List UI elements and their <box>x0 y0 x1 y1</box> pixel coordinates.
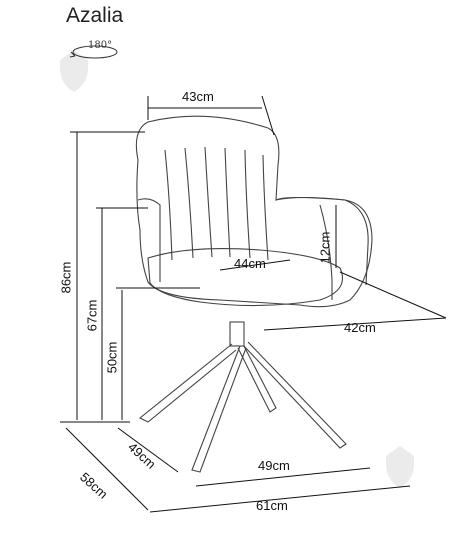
dim-total-height: 86cm <box>58 261 74 294</box>
dim-seat-depth: 44cm <box>234 256 266 271</box>
dim-armrest-height: 12cm <box>317 231 333 264</box>
rotation-label: 180° <box>88 40 113 51</box>
chair-leg <box>138 343 237 423</box>
dim-armrest-floor-height: 67cm <box>84 299 100 332</box>
product-title: Azalia <box>66 4 124 27</box>
chair-leg <box>243 341 347 449</box>
dim-seat-width: 42cm <box>344 320 376 335</box>
chair-leg <box>237 345 277 413</box>
dim-seat-back-width: 43cm <box>182 89 214 104</box>
dim-base-width: 49cm <box>258 458 290 473</box>
watermark-logo-icon <box>60 50 414 488</box>
chair-seat <box>147 248 344 307</box>
rotation-arrow-icon <box>69 45 118 59</box>
dim-seat-height: 50cm <box>104 341 120 374</box>
dim-total-width: 61cm <box>256 498 288 513</box>
chair-backrest <box>135 115 373 308</box>
chair-leg <box>191 345 247 473</box>
